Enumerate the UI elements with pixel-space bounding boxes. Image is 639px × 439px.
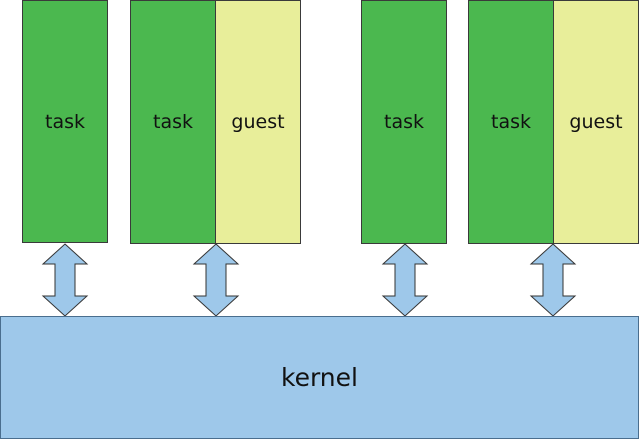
double-arrow-4 — [529, 243, 577, 317]
guest-label-4: guest — [569, 111, 623, 133]
double-arrow-2 — [192, 243, 240, 317]
task-box-1: task — [22, 0, 108, 243]
kernel-label: kernel — [281, 363, 358, 392]
double-arrow-3 — [381, 243, 429, 317]
guest-box-4: guest — [553, 0, 639, 244]
guest-box-2: guest — [215, 0, 301, 244]
kernel-box: kernel — [0, 316, 639, 439]
guest-label-2: guest — [231, 111, 285, 133]
task-label-4: task — [491, 111, 531, 133]
task-box-3: task — [361, 0, 447, 244]
task-label-3: task — [384, 111, 424, 133]
task-box-4: task — [468, 0, 554, 244]
task-box-2: task — [130, 0, 216, 244]
task-label-1: task — [45, 110, 85, 133]
task-label-2: task — [153, 111, 193, 133]
double-arrow-1 — [41, 243, 89, 317]
